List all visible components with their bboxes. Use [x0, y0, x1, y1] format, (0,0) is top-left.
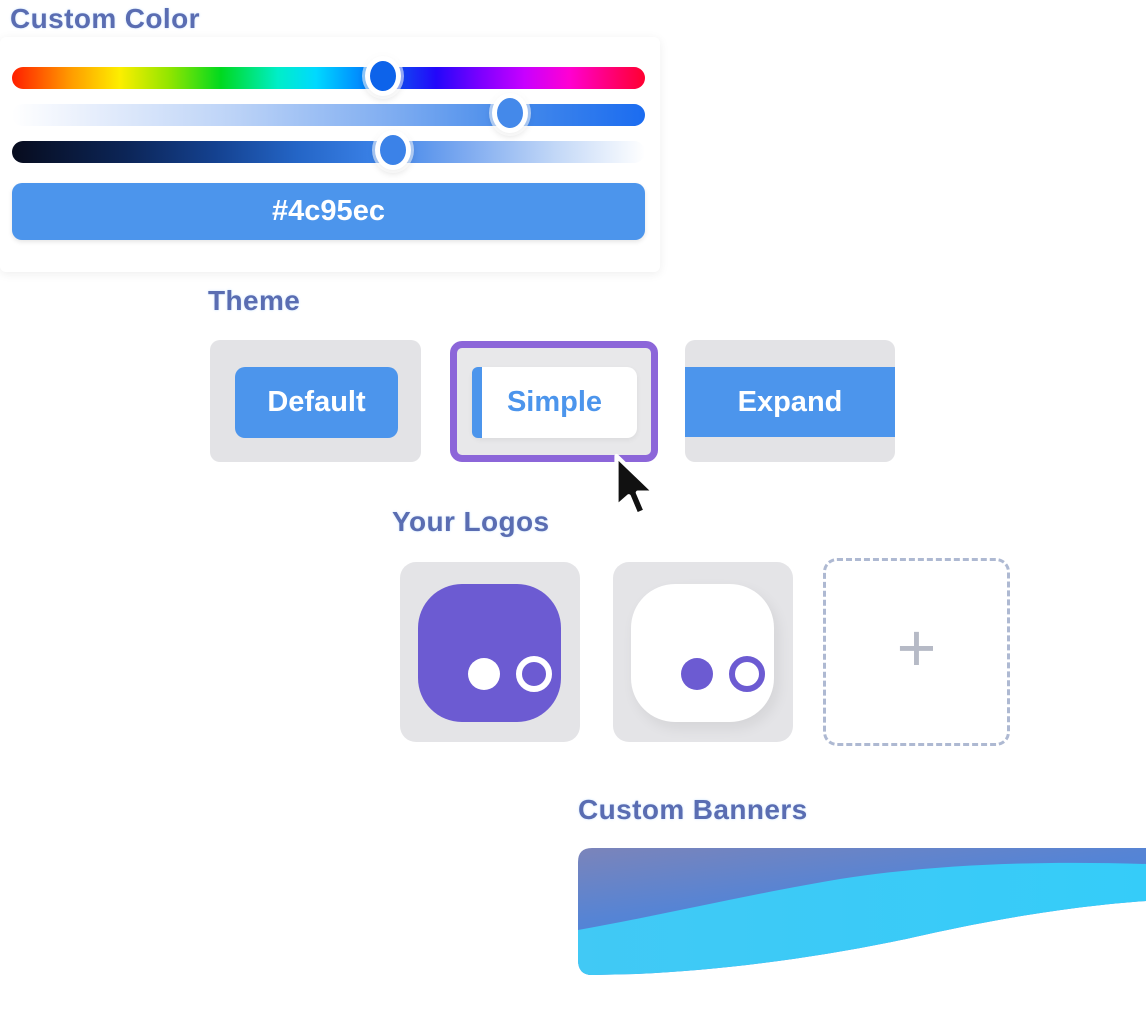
banner-cyan-wave — [578, 862, 1146, 976]
saturation-slider-thumb[interactable] — [492, 93, 528, 133]
custom-banners-heading: Custom Banners — [578, 794, 808, 825]
your-logos-heading: Your Logos — [392, 506, 550, 537]
theme-default-button[interactable]: Default — [235, 367, 398, 438]
logo-ring-icon — [729, 656, 765, 692]
lightness-slider-thumb[interactable] — [375, 130, 411, 170]
saturation-slider-track[interactable] — [12, 104, 645, 126]
banner-preview[interactable] — [578, 848, 1146, 976]
simple-accent-bar — [472, 367, 482, 438]
hex-value-button[interactable]: #4c95ec — [12, 183, 645, 240]
logo-variant-dark[interactable] — [400, 562, 580, 742]
logo-variant-light[interactable] — [613, 562, 793, 742]
plus-icon: + — [896, 610, 937, 686]
logo-dark-icon — [418, 584, 561, 722]
add-logo-button[interactable]: + — [823, 558, 1010, 746]
custom-color-heading: Custom Color — [10, 3, 200, 34]
theme-simple-label: Simple — [506, 386, 603, 418]
logo-ring-icon — [516, 656, 552, 692]
logo-dot-icon — [468, 658, 500, 690]
hue-slider-thumb[interactable] — [365, 56, 401, 96]
theme-option-simple-selected[interactable]: Simple — [450, 341, 658, 462]
theme-expand-button[interactable]: Expand — [685, 367, 895, 437]
logo-light-icon — [631, 584, 774, 722]
hue-slider-track[interactable] — [12, 67, 645, 89]
mouse-cursor-icon — [614, 453, 657, 517]
logo-dot-icon — [681, 658, 713, 690]
lightness-slider-track[interactable] — [12, 141, 645, 163]
theme-heading: Theme — [208, 285, 301, 316]
theme-simple-button[interactable]: Simple — [472, 367, 637, 438]
theme-option-expand[interactable]: Expand — [685, 340, 895, 462]
theme-option-default[interactable]: Default — [210, 340, 421, 462]
color-picker-panel: #4c95ec — [0, 37, 660, 272]
